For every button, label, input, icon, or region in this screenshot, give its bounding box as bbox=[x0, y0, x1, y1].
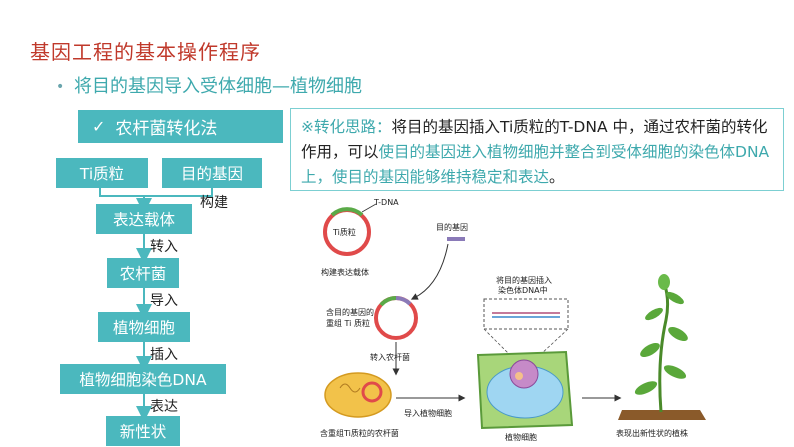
label-insert: 插入 bbox=[150, 347, 178, 363]
method-header: ✓ 农杆菌转化法 bbox=[78, 110, 283, 143]
tip-text-end: 。 bbox=[549, 168, 565, 186]
dia-into-agro: 转入农杆菌 bbox=[370, 353, 410, 362]
bullet-text: 将目的基因导入受体细胞—植物细胞 bbox=[74, 76, 362, 97]
tip-prefix: ※转化思路： bbox=[301, 118, 392, 136]
dia-recombinant-2: 重组 Ti 质粒 bbox=[326, 319, 370, 328]
label-construct: 构建 bbox=[200, 195, 228, 211]
plant-cell-icon bbox=[476, 350, 574, 430]
method-header-label: 农杆菌转化法 bbox=[115, 119, 218, 139]
dia-gene: 目的基因 bbox=[436, 223, 468, 232]
gene-bar-icon bbox=[447, 237, 465, 241]
dia-ti: Ti质粒 bbox=[333, 228, 356, 237]
page-title: 基因工程的基本操作程序 bbox=[30, 40, 261, 64]
label-transfer: 转入 bbox=[150, 239, 178, 255]
arrow-build bbox=[410, 243, 449, 300]
flow-ti-plasmid: Ti质粒 bbox=[56, 158, 148, 188]
tip-box: ※转化思路：将目的基因插入Ti质粒的T-DNA 中，通过农杆菌的转化作用，可以使… bbox=[290, 108, 784, 191]
flow-vector: 表达载体 bbox=[96, 204, 192, 234]
agrobacterium-icon bbox=[324, 372, 392, 418]
dia-gene-insert-2: 染色体DNA中 bbox=[498, 286, 548, 295]
dia-recombinant-1: 含目的基因的 bbox=[326, 308, 374, 317]
label-import: 导入 bbox=[150, 293, 178, 309]
dia-plant-cell: 植物细胞 bbox=[505, 433, 537, 442]
dia-import-cell: 导入植物细胞 bbox=[404, 409, 452, 418]
ti-plasmid-icon bbox=[323, 207, 371, 256]
flow-new-trait: 新性状 bbox=[106, 416, 180, 446]
plant-icon bbox=[618, 274, 706, 420]
merge-bracket bbox=[99, 188, 213, 197]
dia-tdna: T-DNA bbox=[374, 198, 399, 207]
check-icon: ✓ bbox=[92, 117, 106, 136]
dia-agro-cell: 含重组Ti质粒的农杆菌 bbox=[320, 429, 399, 438]
dia-gene-insert-1: 将目的基因插入 bbox=[496, 276, 552, 285]
zoom-box bbox=[483, 298, 569, 330]
recombinant-plasmid-icon bbox=[374, 296, 418, 340]
flow-chromosome: 植物细胞染色DNA bbox=[60, 364, 226, 394]
dia-build: 构建表达载体 bbox=[321, 268, 369, 277]
dia-new-plant: 表现出新性状的植株 bbox=[616, 429, 688, 438]
flow-agro: 农杆菌 bbox=[107, 258, 179, 288]
tip-highlight: 使目的基因进入植物细胞并整合到受体细胞的染色体DNA上，使目的基因能够维持稳定和… bbox=[301, 143, 770, 186]
bullet-line: • 将目的基因导入受体细胞—植物细胞 bbox=[56, 72, 362, 98]
tip-text-1: 将目的基因插入Ti质粒的T-DNA 中，通过农杆菌的转化作用，可以 bbox=[301, 118, 768, 161]
label-express: 表达 bbox=[150, 399, 178, 415]
flow-target-gene: 目的基因 bbox=[162, 158, 262, 188]
bullet-dot-icon: • bbox=[56, 79, 65, 95]
flow-plant-cell: 植物细胞 bbox=[98, 312, 190, 342]
